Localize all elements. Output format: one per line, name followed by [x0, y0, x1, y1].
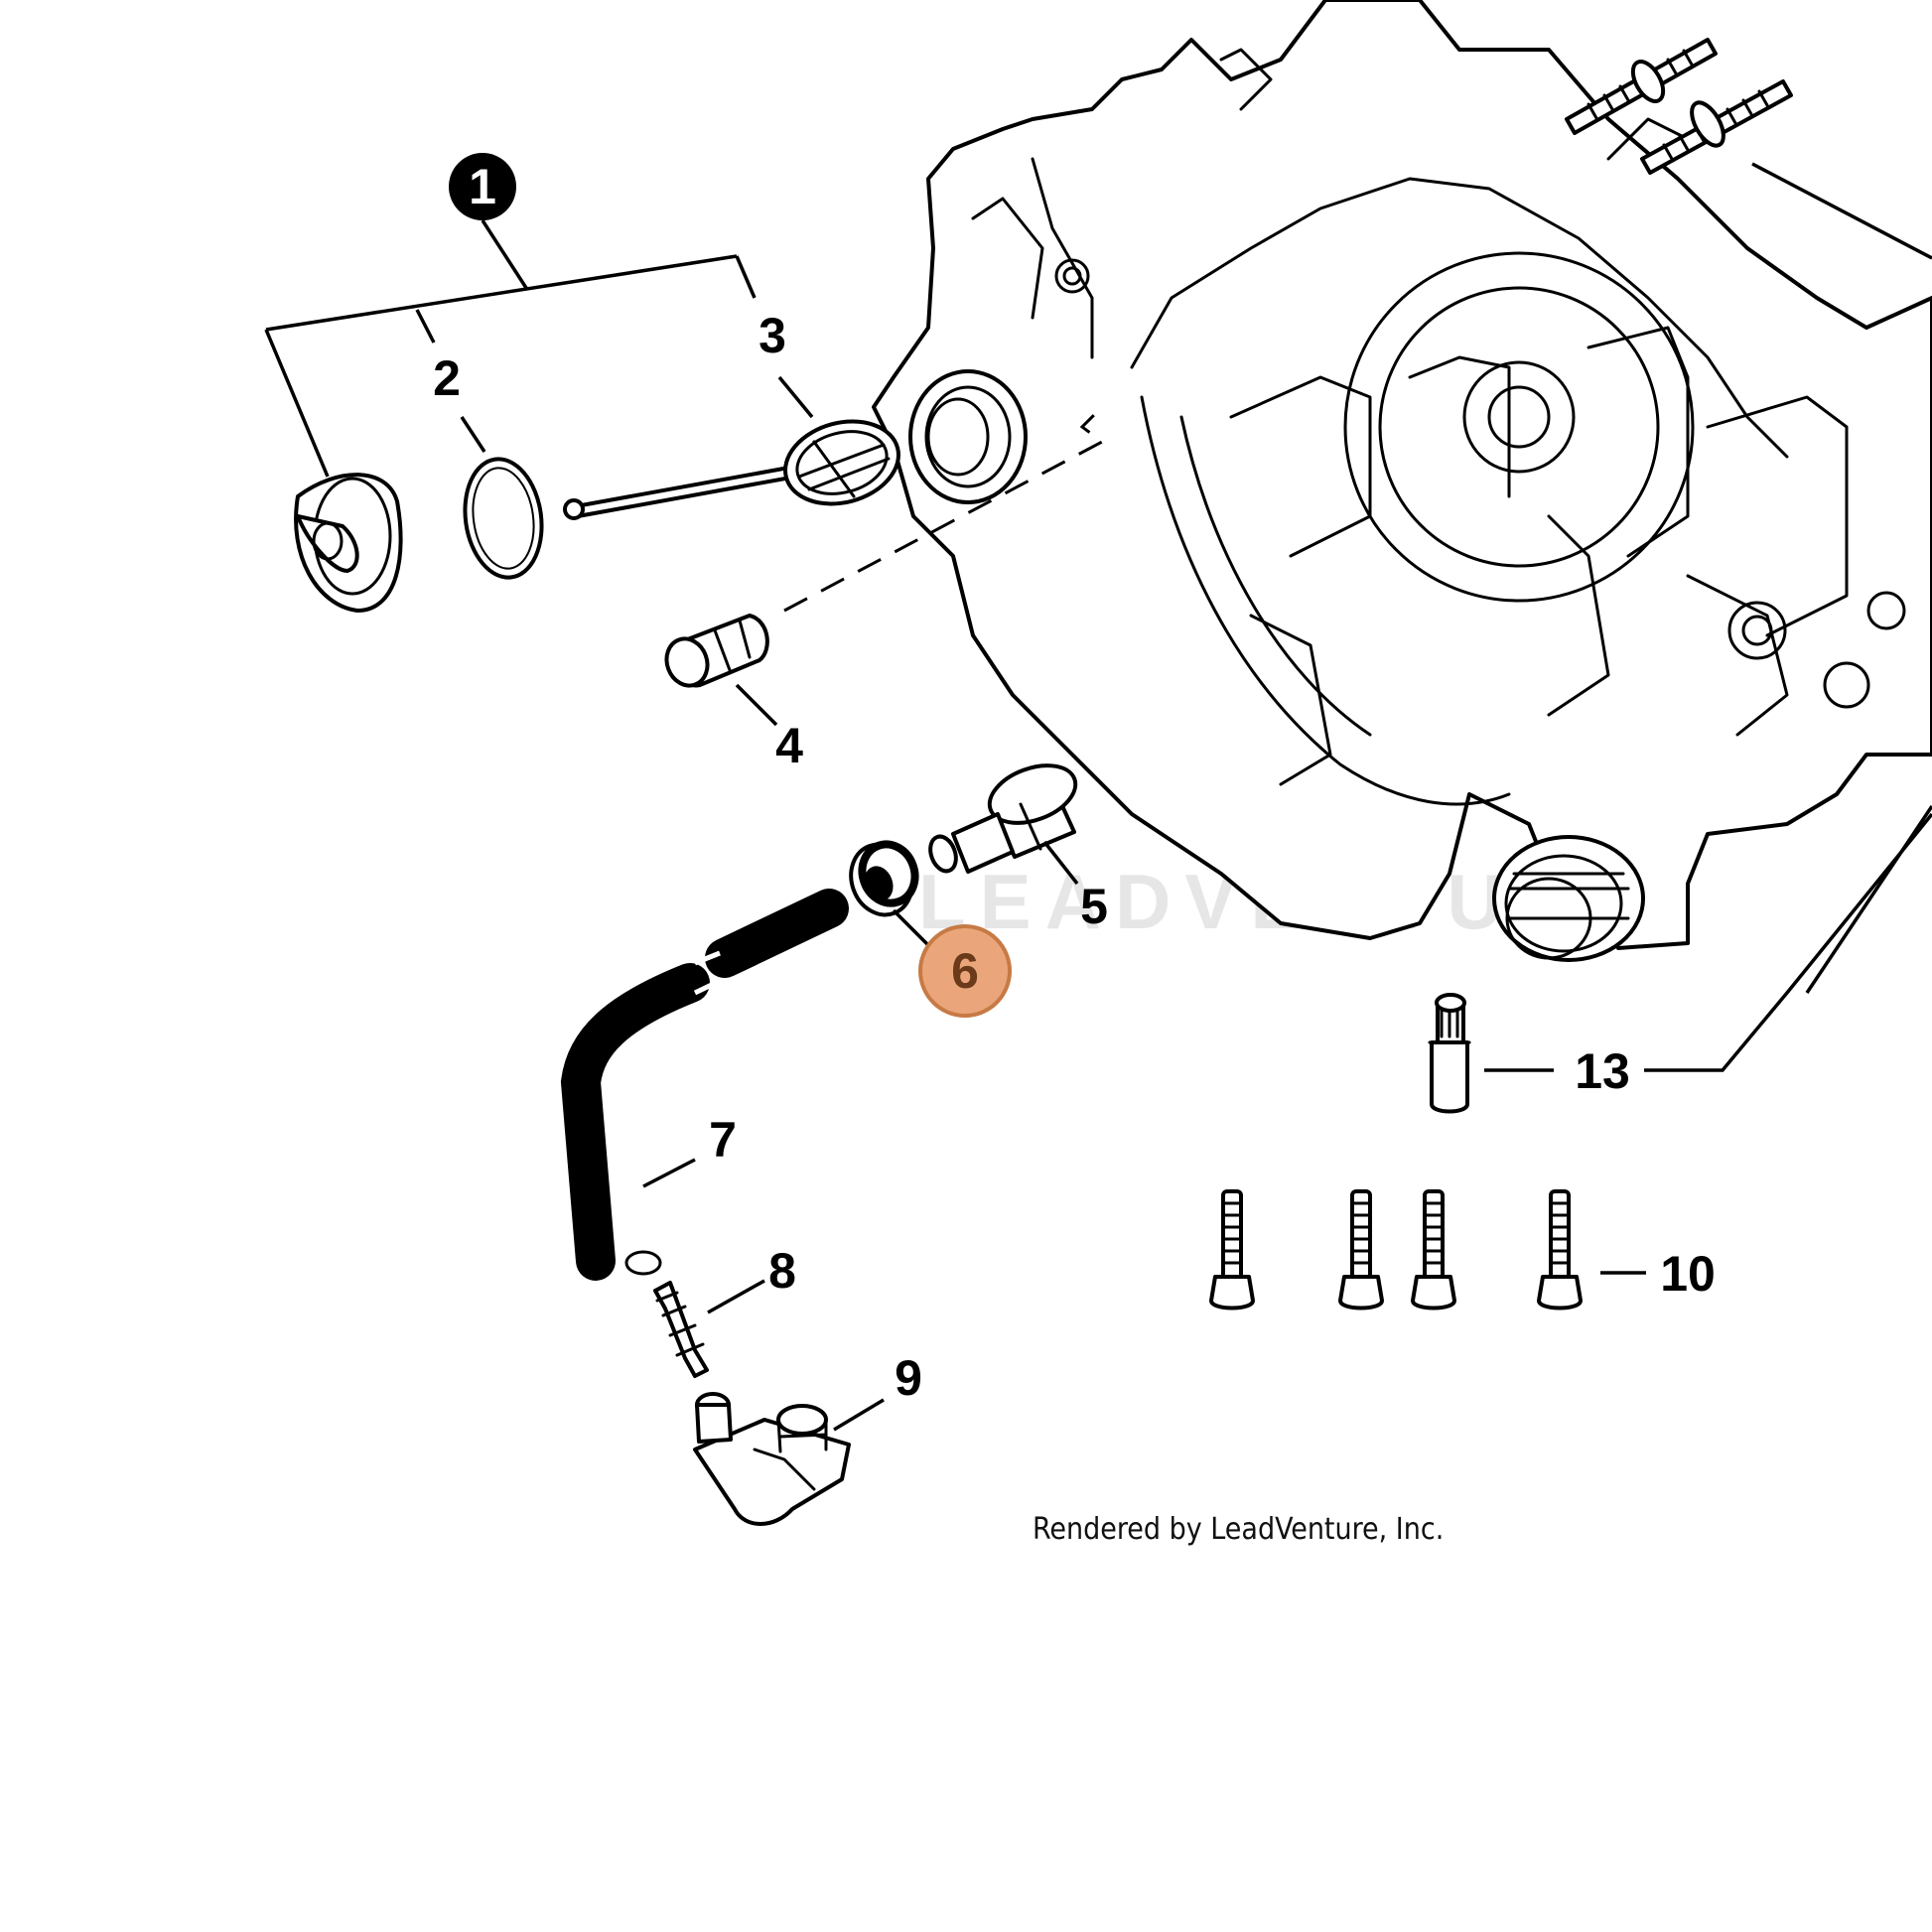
assembly-dashed-line [783, 405, 1105, 613]
part-10-screws [1209, 1189, 1583, 1311]
oil-cap [294, 473, 403, 613]
screw-1 [1209, 1189, 1255, 1311]
callout-13: 13 [1575, 1043, 1630, 1099]
screw-3 [1411, 1189, 1456, 1311]
screw-4 [1537, 1189, 1583, 1311]
callout-1-group: 1 [264, 153, 757, 478]
callout-10: 10 [1660, 1246, 1716, 1302]
leader-13-long [1644, 812, 1932, 1072]
part-9-pickup-body [693, 1392, 851, 1526]
leader-right [1805, 805, 1932, 994]
callout-4: 4 [775, 718, 803, 773]
render-credit: Rendered by LeadVenture, Inc. [1033, 1512, 1444, 1547]
callout-1: 1 [469, 159, 496, 214]
leader-5 [1042, 840, 1079, 886]
leader-8 [707, 1279, 765, 1314]
part-2-o-ring [463, 457, 544, 580]
part-6-grommet [849, 840, 919, 917]
callout-5: 5 [1080, 879, 1108, 934]
callout-6-highlight[interactable]: 6 [918, 924, 1012, 1018]
leader-6 [892, 908, 930, 947]
callout-3: 3 [759, 308, 786, 363]
part-4-plug [664, 614, 769, 688]
callout-6-badge[interactable] [918, 924, 1012, 1018]
part-5-filter [928, 763, 1078, 874]
part-8-connector [653, 1281, 709, 1378]
callout-6[interactable]: 6 [951, 943, 979, 999]
leader-4 [735, 683, 778, 727]
stud-lower [1640, 79, 1793, 175]
stud-upper [1565, 38, 1718, 135]
part-7-oil-hose [560, 889, 849, 1281]
part-13-adjuster [1428, 993, 1471, 1114]
leader-studs [1751, 162, 1932, 260]
callout-2: 2 [433, 350, 461, 406]
callout-1-badge [449, 153, 516, 220]
screw-2 [1338, 1189, 1384, 1311]
crankcase-housing [872, 0, 1932, 962]
leader-2 [460, 416, 486, 453]
leader-9 [833, 1398, 885, 1432]
callout-7: 7 [709, 1112, 737, 1168]
part-3-retainer-strap [563, 419, 900, 520]
leader-7 [642, 1158, 696, 1188]
callout-8: 8 [768, 1243, 796, 1299]
callout-9: 9 [895, 1350, 922, 1406]
leader-3 [777, 375, 814, 419]
